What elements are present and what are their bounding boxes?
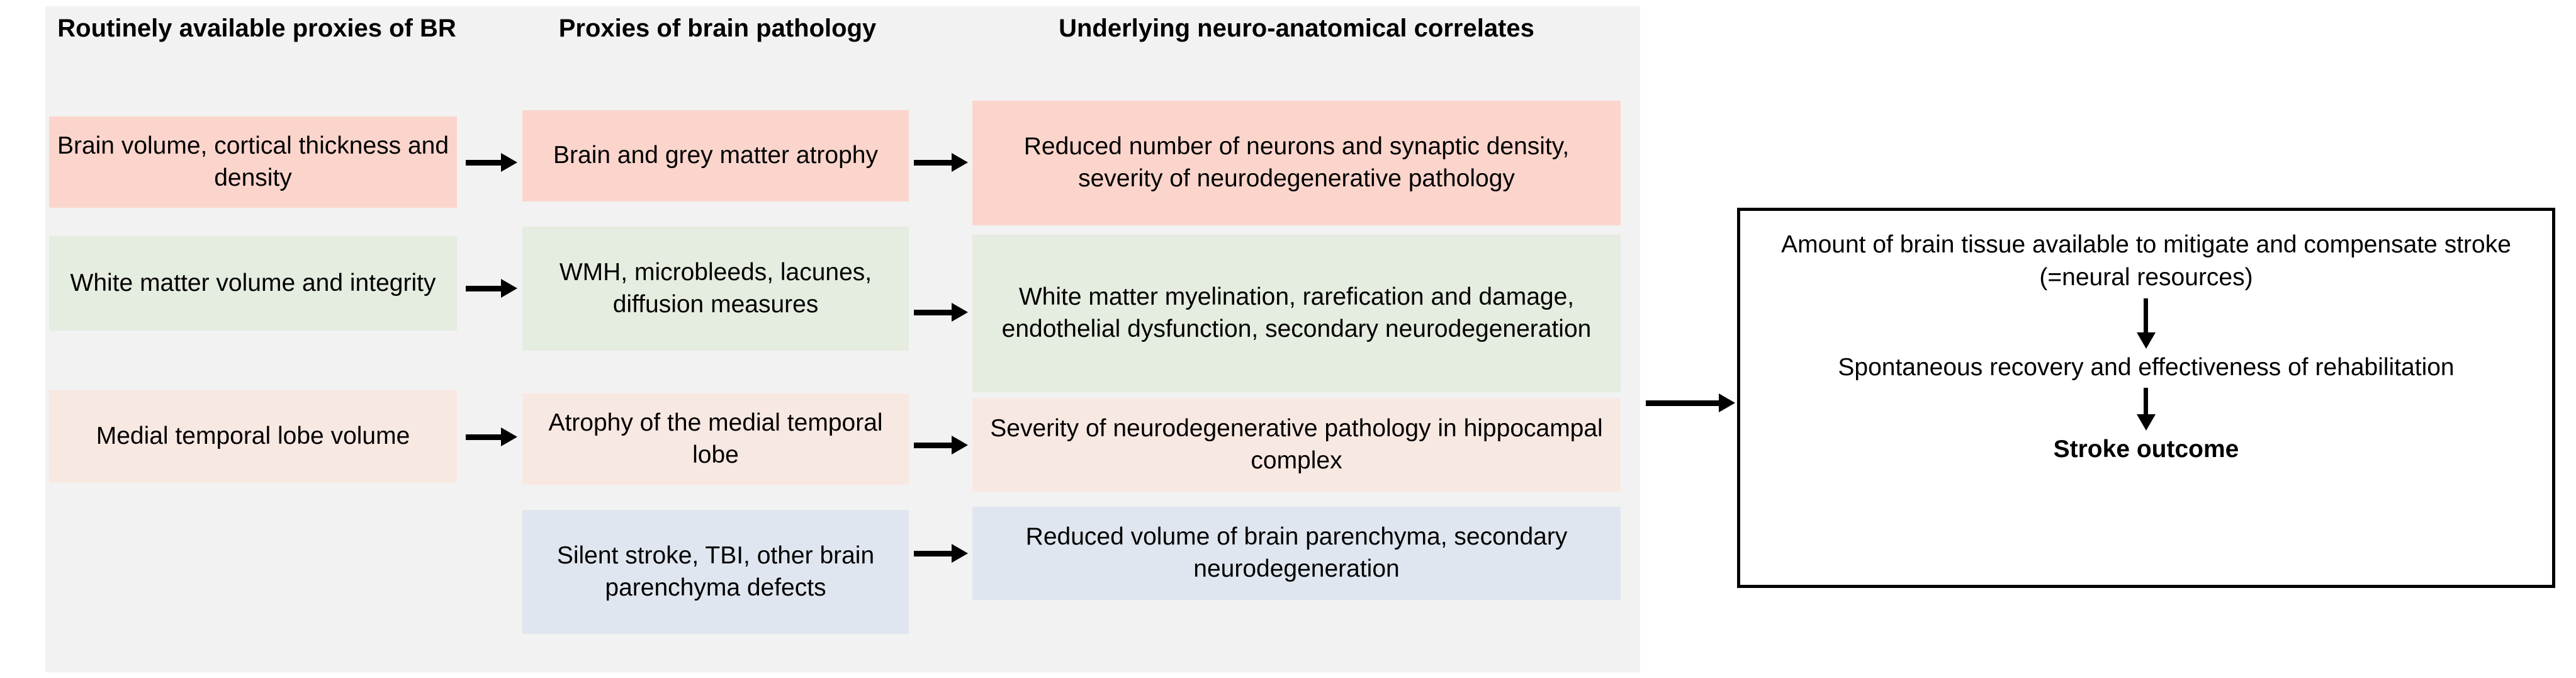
arrow-shaft: [914, 160, 953, 166]
arrow-head: [501, 153, 517, 172]
proxy-box-medial-temporal-lobe-volume[interactable]: Medial temporal lobe volume: [49, 390, 457, 483]
pathology-box-brain-grey-matter-atrophy[interactable]: Brain and grey matter atrophy: [522, 110, 909, 201]
arrow-head: [952, 153, 968, 172]
arrow-right-icon-col2-to-col3-row2: [914, 303, 969, 322]
stroke-outcome-box: Amount of brain tissue available to miti…: [1737, 208, 2555, 588]
arrow-shaft: [914, 310, 953, 315]
arrow-right-icon-col2-to-col3-row1: [914, 153, 969, 172]
arrow-shaft: [914, 443, 953, 448]
proxy-box-white-matter-volume[interactable]: White matter volume and integrity: [49, 236, 457, 331]
arrow-head: [1719, 393, 1735, 412]
arrow-shaft: [914, 551, 953, 557]
arrow-head: [501, 279, 517, 298]
correlate-box-white-matter-myelination[interactable]: White matter myelination, rarefication a…: [972, 235, 1621, 392]
arrow-head: [952, 436, 968, 455]
column-header-proxies-of-brain-pathology: Proxies of brain pathology: [558, 14, 877, 42]
arrow-right-icon-panel-to-outcome: [1646, 393, 1739, 412]
arrow-shaft: [2144, 387, 2148, 417]
pathology-box-wmh-microbleeds[interactable]: WMH, microbleeds, lacunes, diffusion mea…: [522, 227, 909, 351]
arrow-shaft: [466, 160, 502, 166]
pathology-box-atrophy-medial-temporal-lobe[interactable]: Atrophy of the medial temporal lobe: [522, 393, 909, 485]
arrow-head: [2137, 414, 2156, 431]
arrow-right-icon-col1-to-col2-row2: [466, 279, 517, 298]
column-header-underlying-neuroanatomical-correlates: Underlying neuro-anatomical correlates: [1059, 14, 1534, 42]
arrow-head: [952, 303, 968, 322]
column-header-routinely-available-proxies: Routinely available proxies of BR: [57, 14, 456, 42]
arrow-down-icon-resources-to-recovery: [2137, 298, 2156, 349]
proxy-box-brain-volume[interactable]: Brain volume, cortical thickness and den…: [49, 116, 457, 208]
arrow-right-icon-col1-to-col2-row1: [466, 153, 517, 172]
arrow-shaft: [466, 434, 502, 440]
arrow-head: [2137, 332, 2156, 349]
arrow-shaft: [466, 286, 502, 291]
outcome-line-spontaneous-recovery: Spontaneous recovery and effectiveness o…: [1838, 353, 2455, 381]
correlate-box-reduced-parenchyma-volume[interactable]: Reduced volume of brain parenchyma, seco…: [972, 507, 1621, 600]
arrow-down-icon-recovery-to-outcome: [2137, 387, 2156, 431]
arrow-shaft: [2144, 298, 2148, 335]
arrow-shaft: [1646, 400, 1720, 406]
pathology-box-silent-stroke-tbi[interactable]: Silent stroke, TBI, other brain parenchy…: [522, 510, 909, 634]
arrow-right-icon-col2-to-col3-row3: [914, 436, 969, 455]
arrow-right-icon-col1-to-col2-row3: [466, 427, 517, 446]
outcome-line-stroke-outcome: Stroke outcome: [2053, 435, 2239, 463]
arrow-head: [501, 427, 517, 446]
correlate-box-reduced-neurons[interactable]: Reduced number of neurons and synaptic d…: [972, 101, 1621, 225]
arrow-right-icon-col2-to-col3-row4: [914, 544, 969, 563]
correlate-box-hippocampal-pathology[interactable]: Severity of neurodegenerative pathology …: [972, 398, 1621, 492]
outcome-line-neural-resources: Amount of brain tissue available to miti…: [1781, 231, 2511, 291]
arrow-head: [952, 544, 968, 563]
